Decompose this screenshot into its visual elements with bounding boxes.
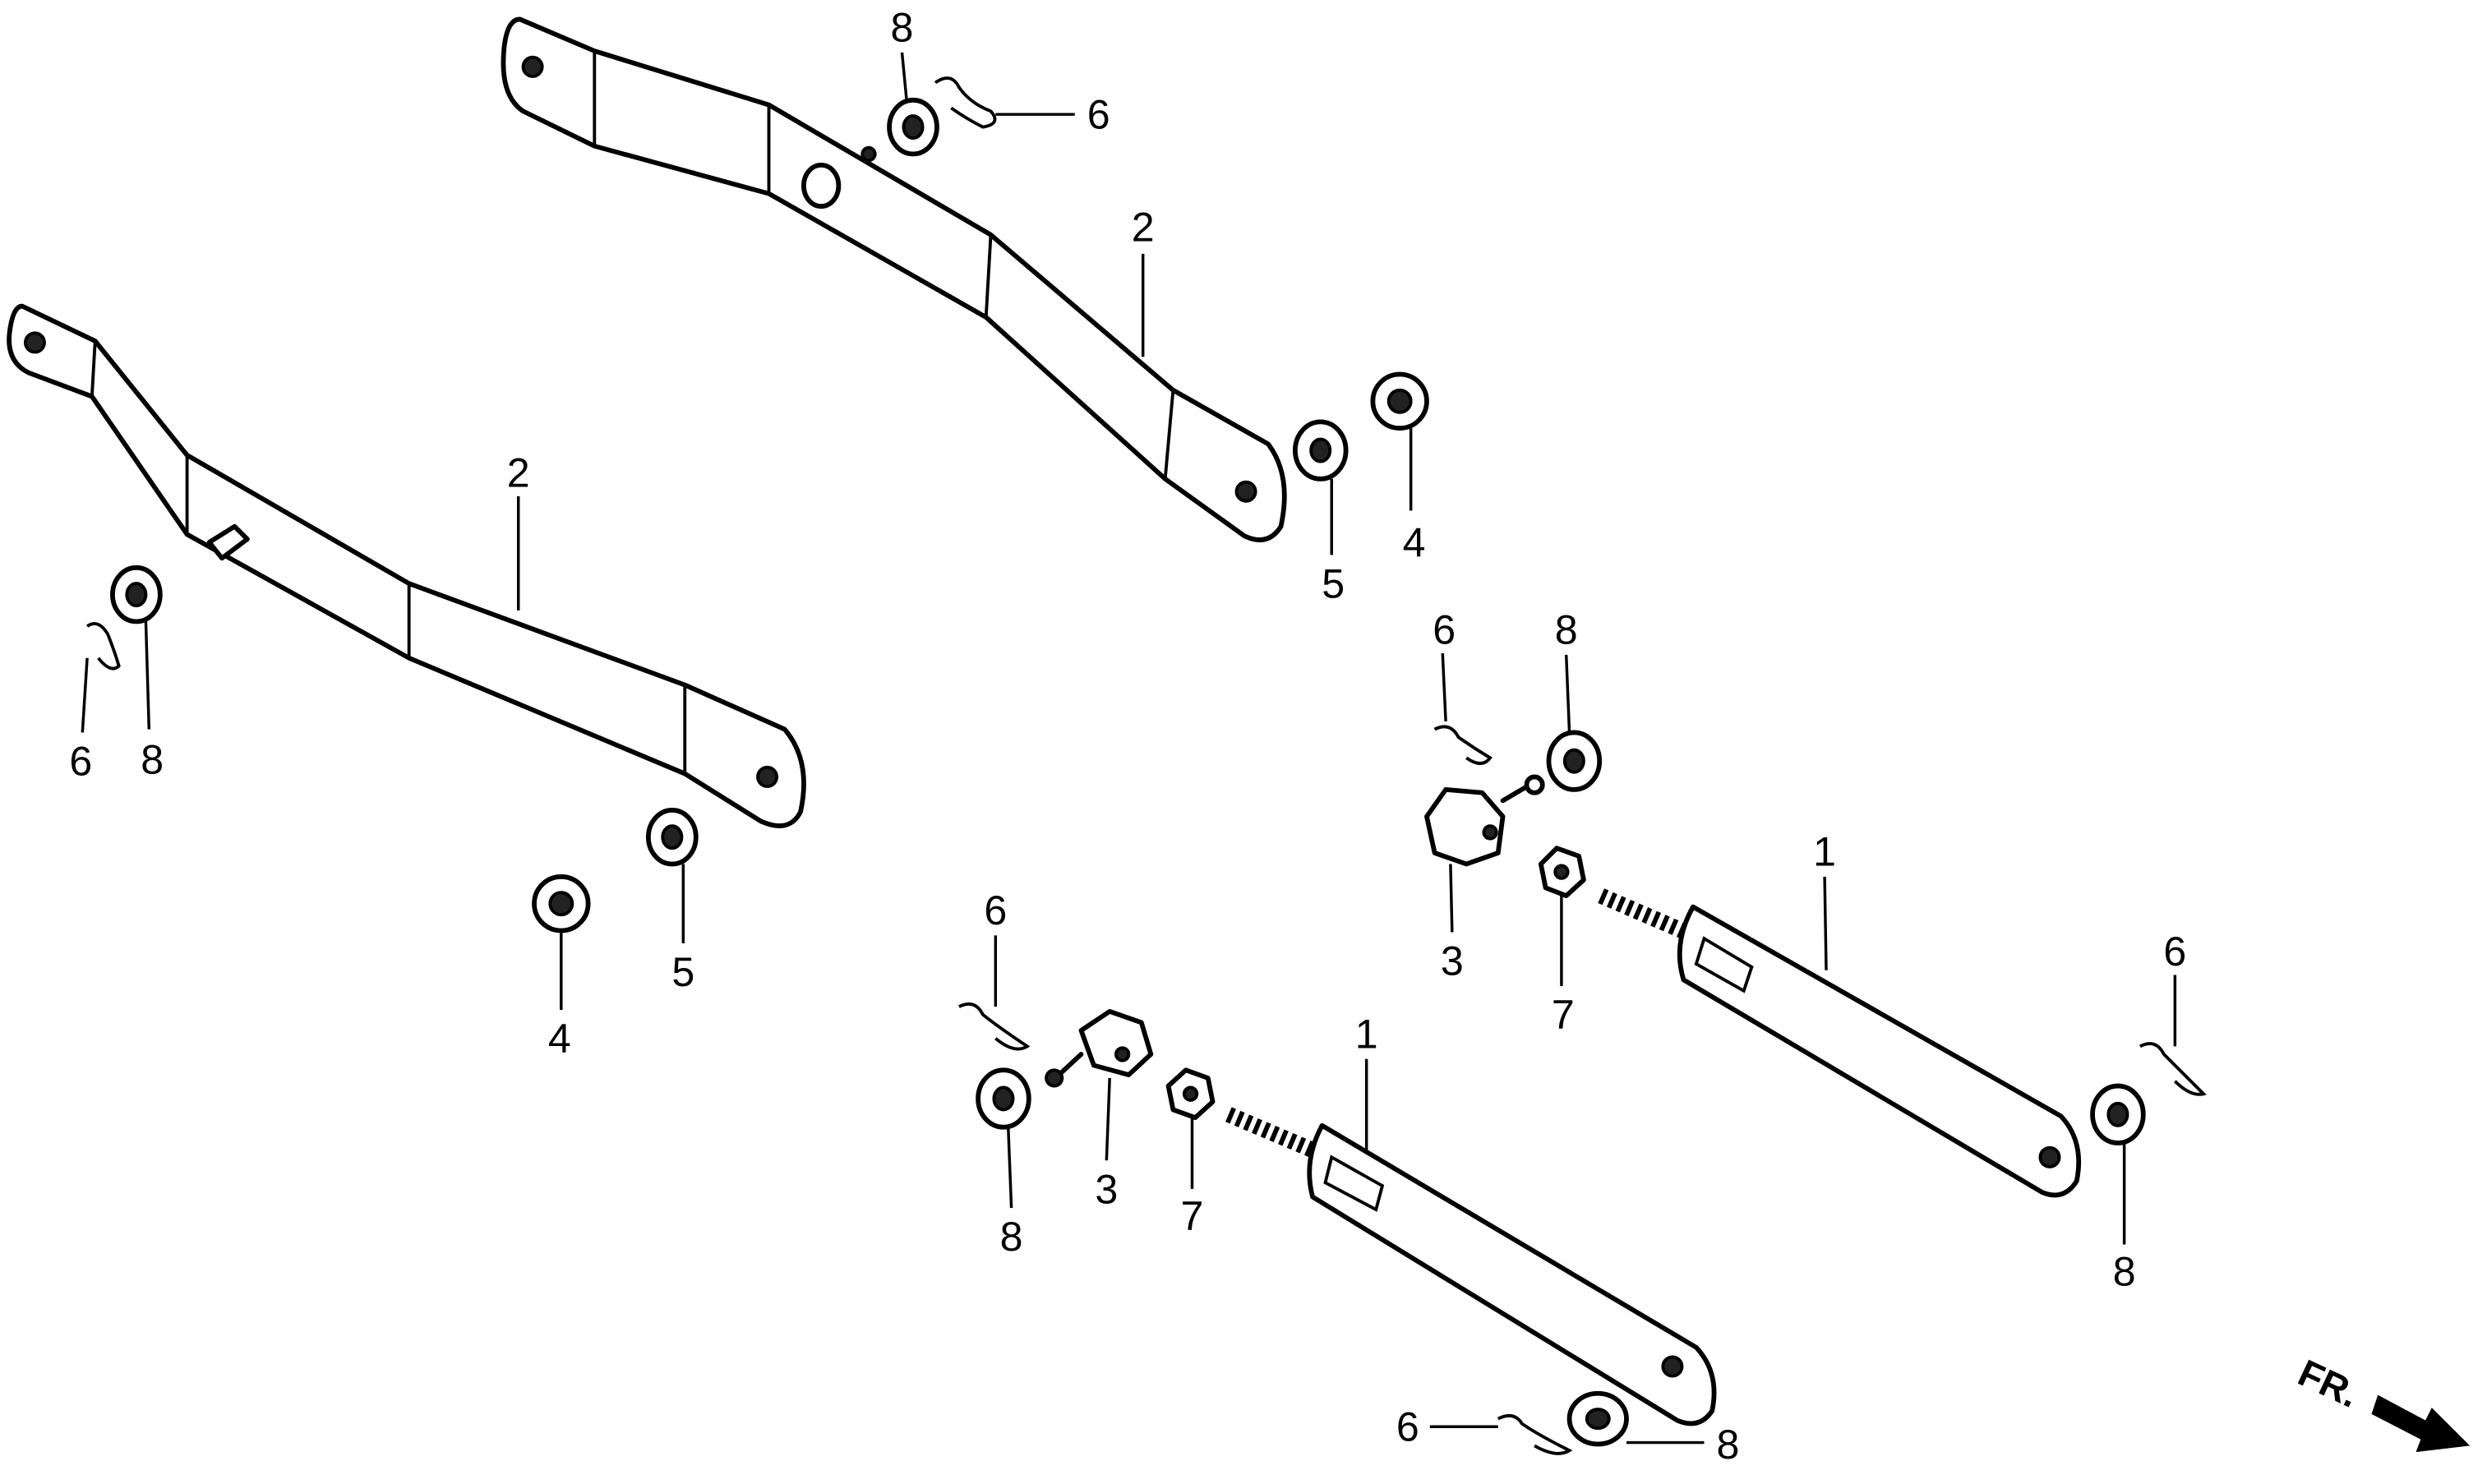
flange-nut [1370, 371, 1429, 431]
callout: 8 [891, 4, 914, 50]
torque-link-lower [7, 303, 806, 828]
callouts: 8 6 2 5 4 2 6 8 6 8 3 7 1 6 8 4 5 6 8 3 … [69, 4, 2186, 1467]
callout: 8 [1716, 1422, 1739, 1468]
callout: 7 [1552, 992, 1575, 1038]
callout: 6 [1433, 606, 1456, 652]
nuts [532, 371, 1586, 1121]
washer [1292, 419, 1349, 482]
joint-left [1045, 1009, 1154, 1088]
adjusting-rod-left [1225, 1107, 1717, 1426]
callout: 3 [1095, 1166, 1118, 1212]
callout: 2 [1132, 204, 1155, 250]
callout: 1 [1355, 1011, 1378, 1057]
nut [1538, 846, 1586, 898]
callout: 6 [984, 887, 1007, 933]
washer [2090, 1083, 2146, 1145]
callout: 8 [1555, 606, 1578, 652]
callout: 1 [1813, 828, 1836, 874]
leader-lines [81, 52, 2177, 1445]
callout: 6 [2163, 929, 2186, 975]
washer [976, 1067, 1031, 1130]
front-label: FR. [2292, 1351, 2366, 1416]
joint-right [1424, 774, 1545, 867]
torque-link-upper [501, 16, 1287, 542]
callout: 8 [1000, 1214, 1023, 1260]
front-direction-marker: FR. [2292, 1351, 2471, 1453]
washers [110, 97, 2146, 1447]
cotter-pins [85, 76, 2207, 1455]
callout: 2 [507, 449, 530, 495]
callout: 8 [141, 737, 164, 783]
washer [1546, 730, 1603, 792]
washer [1566, 1390, 1629, 1447]
callout: 3 [1441, 938, 1464, 984]
callout: 4 [1403, 519, 1426, 565]
washer [110, 565, 163, 624]
washer [646, 808, 699, 867]
arrow-icon [2371, 1394, 2471, 1453]
callout: 5 [671, 949, 694, 995]
callout: 6 [1396, 1404, 1419, 1450]
flange-nut [532, 874, 591, 933]
callout: 8 [2113, 1249, 2136, 1295]
callout: 6 [1087, 92, 1110, 138]
callout: 7 [1181, 1193, 1204, 1239]
callout: 5 [1322, 560, 1345, 606]
callout: 6 [69, 739, 92, 785]
washer [887, 97, 939, 157]
adjusting-rod-right [1598, 888, 2081, 1198]
callout: 4 [548, 1016, 571, 1062]
nut [1165, 1067, 1216, 1121]
